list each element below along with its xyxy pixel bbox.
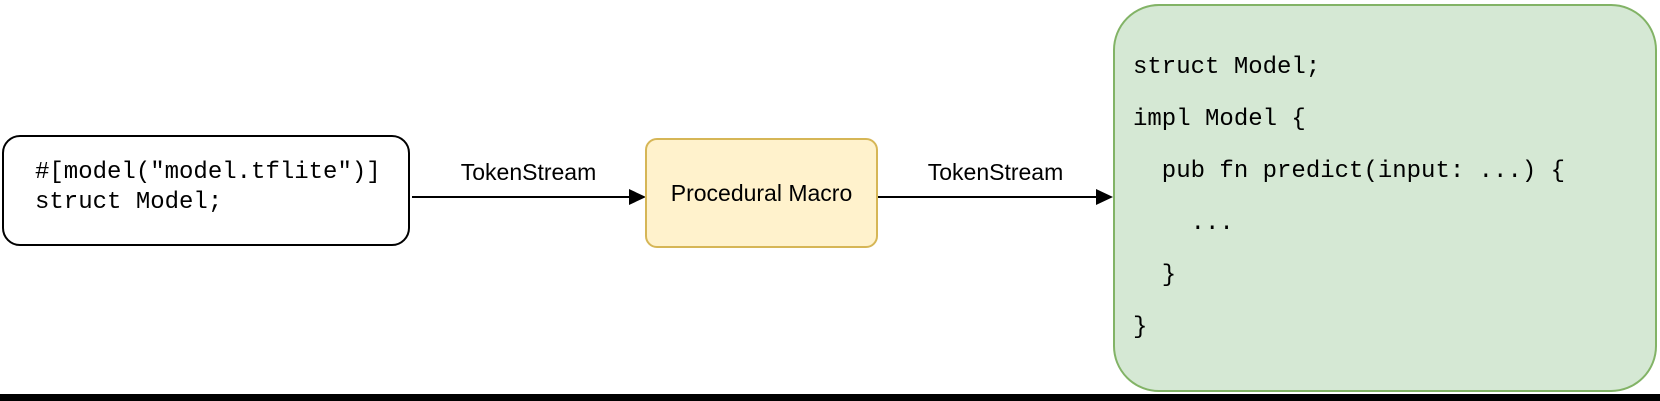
arrowhead-right-icon	[1096, 189, 1113, 205]
bottom-border-bar	[0, 394, 1660, 401]
input-code-line: #[model("model.tflite")]	[35, 159, 381, 186]
output-code-line: }	[1133, 314, 1148, 341]
tokenstream-label-2: TokenStream	[927, 159, 1064, 185]
output-code-line: impl Model {	[1133, 106, 1306, 133]
arrow-line-1	[412, 196, 632, 198]
arrowhead-right-icon	[629, 189, 646, 205]
output-code-line: struct Model;	[1133, 54, 1321, 81]
output-code-line: ...	[1133, 210, 1234, 237]
output-code-line: }	[1133, 262, 1177, 289]
input-code-box: #[model("model.tflite")] struct Model;	[2, 135, 410, 246]
output-code-line: pub fn predict(input: ...) {	[1133, 158, 1566, 185]
output-code-box: struct Model; impl Model { pub fn predic…	[1113, 4, 1657, 392]
tokenstream-label-1: TokenStream	[460, 159, 597, 185]
arrow-line-2	[878, 196, 1099, 198]
procedural-macro-box: Procedural Macro	[645, 138, 878, 248]
input-code-line: struct Model;	[35, 189, 223, 216]
procedural-macro-label: Procedural Macro	[670, 179, 853, 206]
